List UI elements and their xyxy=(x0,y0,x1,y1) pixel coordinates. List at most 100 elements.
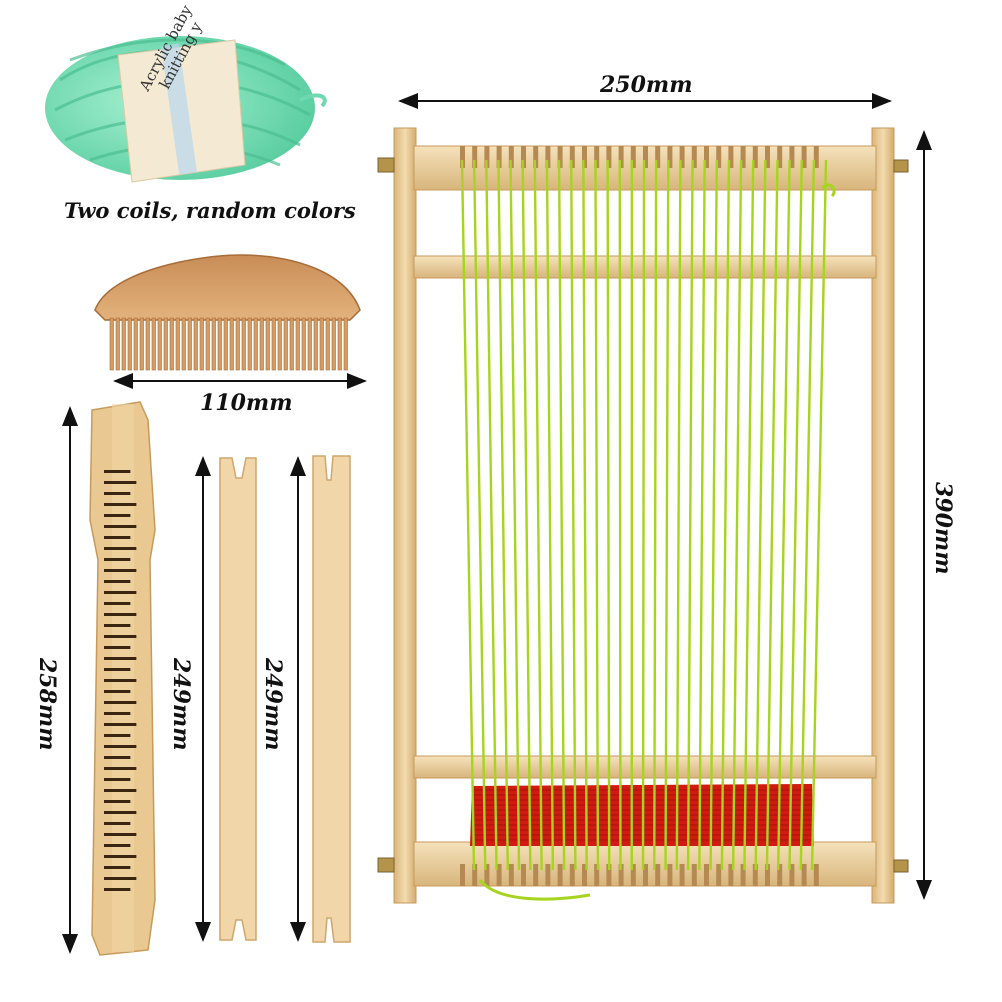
heddle-slot xyxy=(104,822,131,825)
warp-threads xyxy=(460,159,828,871)
notch xyxy=(484,146,490,168)
warp-thread xyxy=(545,159,555,871)
heddle-slot xyxy=(104,679,137,682)
notch xyxy=(618,146,624,168)
shuttle2-length-label: 249mm xyxy=(260,658,286,751)
heddle-slot xyxy=(104,745,137,748)
notch xyxy=(777,146,783,168)
comb-tooth xyxy=(253,317,258,371)
heddle-slot xyxy=(104,734,131,737)
notch xyxy=(813,864,819,886)
comb-tooth xyxy=(295,317,300,371)
heddle-slot xyxy=(104,701,137,704)
notch xyxy=(496,864,502,886)
comb-tooth xyxy=(169,317,174,371)
warp-thread xyxy=(731,159,743,871)
comb-tooth xyxy=(115,317,120,371)
comb-teeth xyxy=(109,317,348,371)
comb-tooth xyxy=(337,317,342,371)
warp-thread xyxy=(675,159,682,871)
warp-thread xyxy=(810,159,828,871)
notch xyxy=(557,864,563,886)
warp-thread xyxy=(582,159,588,871)
comb-tooth xyxy=(205,317,210,371)
warp-thread xyxy=(521,159,532,871)
comb-tooth xyxy=(163,317,168,371)
comb-tooth xyxy=(265,317,270,371)
warp-thread xyxy=(720,159,731,871)
notch xyxy=(801,146,807,168)
heddle-slot xyxy=(104,866,131,869)
heddle-slot xyxy=(104,470,131,473)
notch xyxy=(789,864,795,886)
notch xyxy=(655,146,661,168)
notch xyxy=(752,146,758,168)
notch xyxy=(533,864,539,886)
notch xyxy=(521,146,526,168)
comb-tooth xyxy=(289,317,294,371)
notch xyxy=(545,864,551,886)
notch xyxy=(704,146,709,168)
notch xyxy=(667,146,673,168)
heddle-length-label: 258mm xyxy=(34,658,60,751)
notch xyxy=(496,146,502,168)
comb-tooth xyxy=(331,317,336,371)
warp-thread xyxy=(460,159,476,871)
notch xyxy=(460,146,465,168)
heddle-slot xyxy=(104,855,137,858)
comb-tooth xyxy=(307,317,312,371)
comb-tooth xyxy=(193,317,198,371)
comb-tooth xyxy=(283,317,288,371)
notch xyxy=(679,146,685,168)
notch xyxy=(618,864,624,886)
heddle-slot xyxy=(104,481,137,484)
warp-thread xyxy=(557,159,566,871)
notch xyxy=(728,864,734,886)
notch xyxy=(582,864,587,886)
notch xyxy=(752,864,758,886)
warp-thread xyxy=(686,159,694,871)
heddle-slot xyxy=(104,668,131,671)
notch xyxy=(630,864,636,886)
loom-height-label: 390mm xyxy=(930,482,956,575)
warp-thread xyxy=(754,159,767,871)
heddle-slot xyxy=(104,536,131,539)
comb-tooth xyxy=(259,317,264,371)
warp-thread xyxy=(497,159,509,871)
comb-tooth xyxy=(127,317,132,371)
heddle-slot xyxy=(104,602,131,605)
heddle-slot xyxy=(104,503,137,506)
warp-thread xyxy=(485,159,498,871)
heddle-bar xyxy=(89,401,156,956)
notch xyxy=(545,146,551,168)
heddle-slot xyxy=(104,811,137,814)
loom-width-label: 250mm xyxy=(600,72,693,98)
notch xyxy=(765,146,770,168)
comb-tooth xyxy=(277,317,282,371)
heddle-slot xyxy=(104,569,137,572)
notch xyxy=(630,146,636,168)
comb-tooth xyxy=(121,317,126,371)
comb-tooth xyxy=(181,317,186,371)
notch xyxy=(533,146,539,168)
notch xyxy=(655,864,661,886)
comb-tooth xyxy=(241,317,246,371)
comb xyxy=(94,254,361,371)
heddle-slot xyxy=(104,558,131,561)
warp-thread xyxy=(570,159,577,871)
warp-thread xyxy=(664,159,670,871)
warp-thread xyxy=(698,159,706,871)
heddle-slot xyxy=(104,690,131,693)
notch xyxy=(606,146,612,168)
heddle-slot xyxy=(104,624,131,627)
warp-thread xyxy=(709,159,718,871)
heddle-slot xyxy=(104,514,131,517)
comb-tooth xyxy=(301,317,306,371)
heddle-slot xyxy=(104,833,137,836)
notch xyxy=(789,146,795,168)
comb-tooth xyxy=(139,317,144,371)
warp-thread xyxy=(606,159,611,871)
notch xyxy=(472,864,478,886)
warp-thread xyxy=(509,159,521,871)
